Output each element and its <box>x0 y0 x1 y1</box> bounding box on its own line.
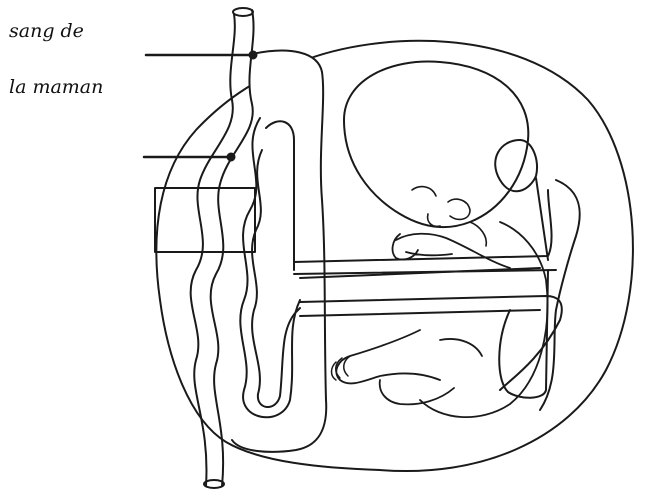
pointer-dot-upper <box>249 51 257 59</box>
fetus-arm <box>393 234 510 268</box>
umbilical-cord-lower-2 <box>300 310 540 316</box>
fetus-body <box>420 222 548 417</box>
zoom-highlight-box <box>155 188 255 252</box>
pointer-dot-lower <box>227 153 235 161</box>
vessel-top-opening <box>233 8 253 16</box>
fetus-legs <box>336 330 482 404</box>
umbilical-cord-upper <box>294 190 552 262</box>
fetus-face <box>412 187 486 246</box>
fetus-foot <box>332 356 351 380</box>
fetus-head <box>344 62 528 228</box>
mother-vessel-outer-left <box>191 14 235 486</box>
